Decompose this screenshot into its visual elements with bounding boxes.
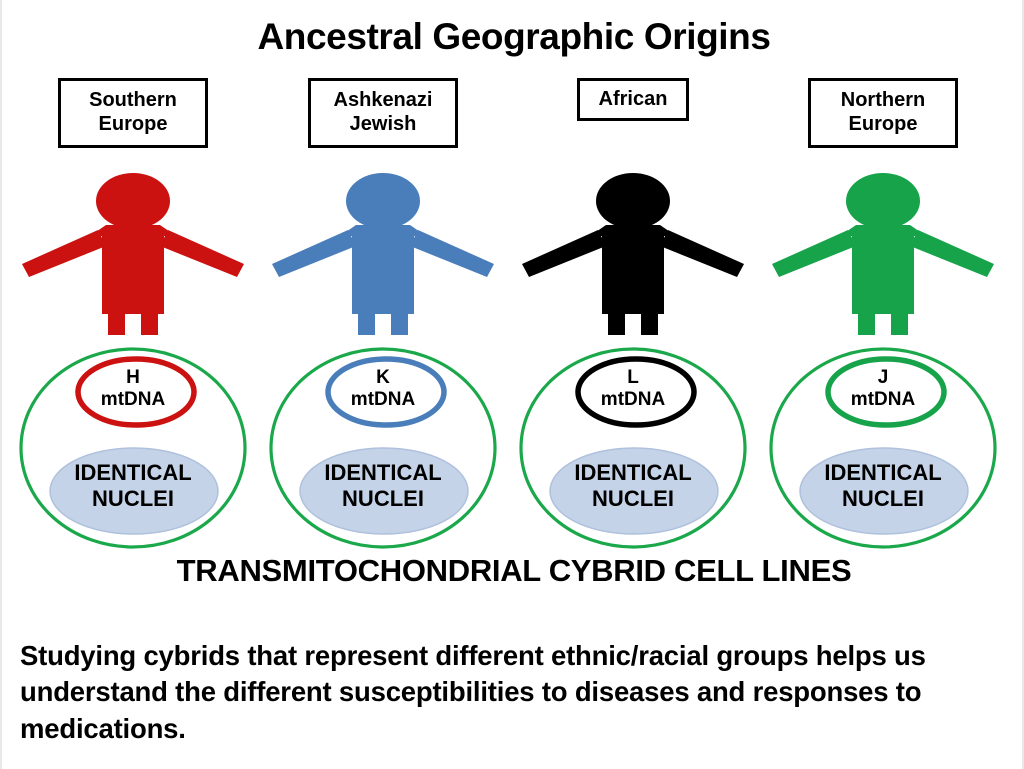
cybrid-cell-african: L mtDNA IDENTICAL NUCLEI (518, 347, 748, 549)
cybrid-cell-ashkenazi-jewish: K mtDNA IDENTICAL NUCLEI (268, 347, 498, 549)
person-figure-ashkenazi-jewish (260, 170, 506, 335)
origin-column-northern-europe: Northern Europe J mtDNA (760, 70, 1006, 550)
page-title: Ancestral Geographic Origins (257, 16, 771, 57)
origin-column-ashkenazi-jewish: Ashkenazi Jewish K mtDNA (260, 70, 506, 550)
origin-label-box-ashkenazi-jewish: Ashkenazi Jewish (308, 78, 458, 148)
diagram-banner-label: TRANSMITOCHONDRIAL CYBRID CELL LINES (176, 553, 852, 588)
person-figure-african (510, 170, 756, 335)
origin-column-southern-europe: Southern Europe H mtDNA (10, 70, 256, 550)
origin-label-box-african: African (577, 78, 689, 122)
person-figure-northern-europe (760, 170, 1006, 335)
cybrid-cell-northern-europe: J mtDNA IDENTICAL NUCLEI (768, 347, 998, 549)
diagram-caption: Studying cybrids that represent differen… (20, 640, 926, 744)
origin-label-box-southern-europe: Southern Europe (58, 78, 208, 148)
origin-label-box-northern-europe: Northern Europe (808, 78, 958, 148)
cybrid-cell-southern-europe: H mtDNA IDENTICAL NUCLEI (18, 347, 248, 549)
origin-column-african: African L mtDNA IDENT (510, 70, 756, 550)
person-figure-southern-europe (10, 170, 256, 335)
